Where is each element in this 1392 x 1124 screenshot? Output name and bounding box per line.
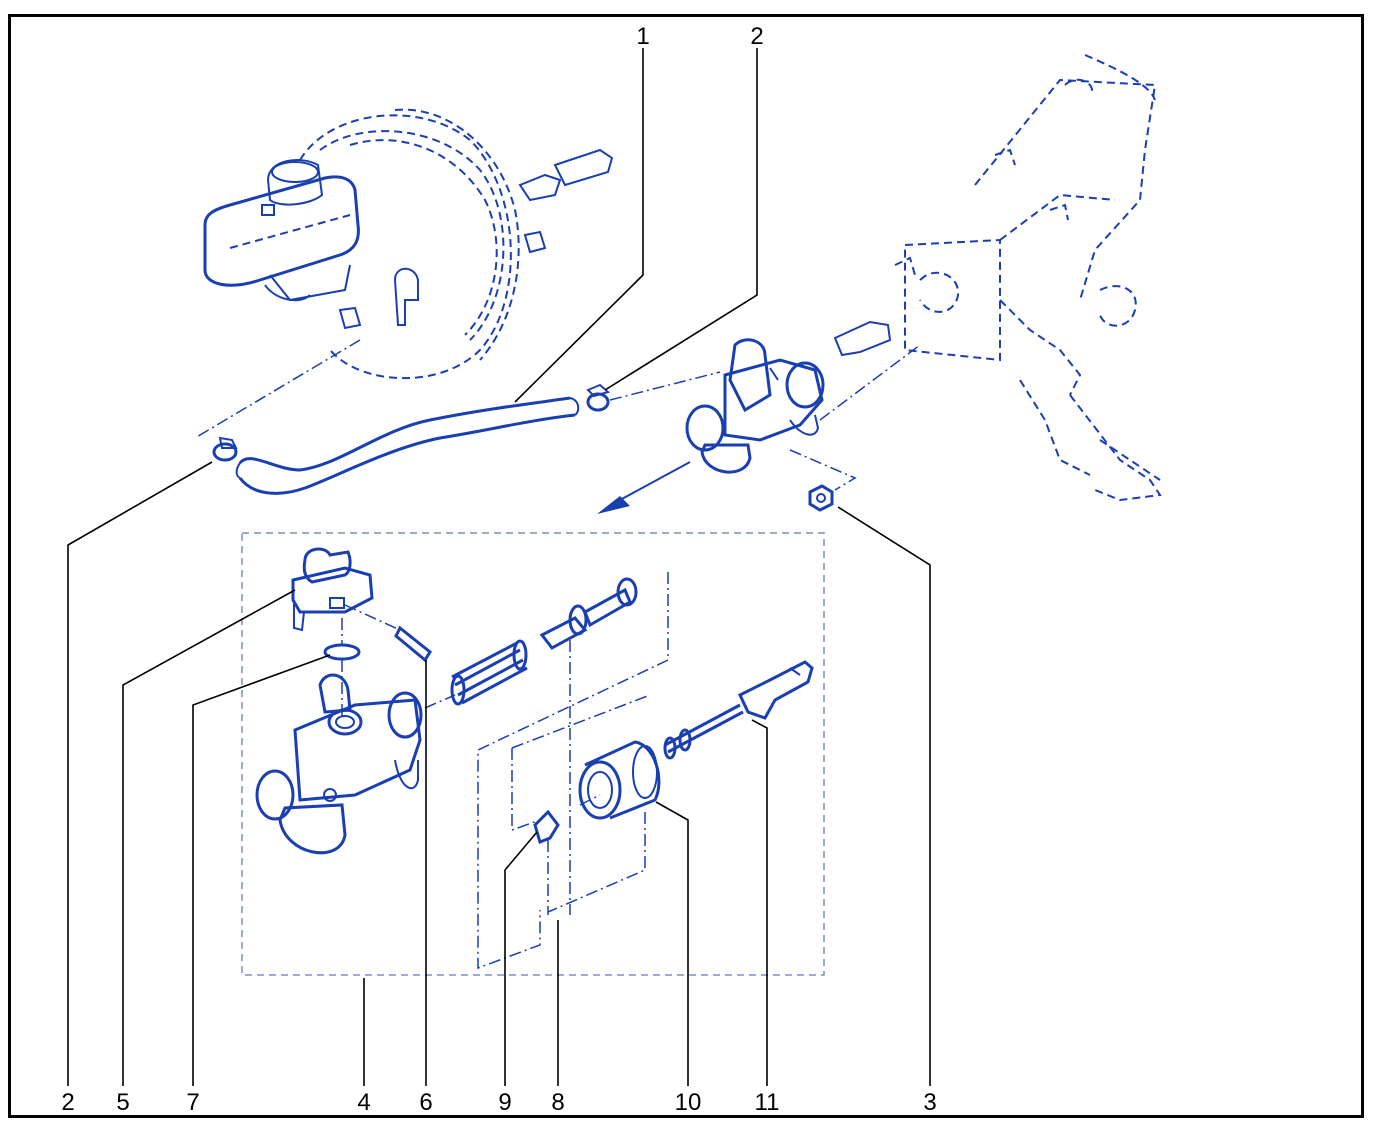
callout-labels: 1 2 2 5 7 4 6 9 8 10 11 3	[61, 23, 936, 1116]
hydraulic-hose	[235, 396, 580, 495]
callout-1: 1	[636, 23, 649, 50]
callout-11: 11	[755, 1089, 780, 1116]
clutch-master-cylinder-mounted	[685, 320, 892, 474]
callout-8: 8	[551, 1089, 564, 1116]
piston	[539, 577, 638, 650]
callout-3: 3	[923, 1089, 936, 1116]
diagram-frame	[8, 14, 1364, 1118]
callout-5: 5	[116, 1089, 129, 1116]
repair-kit-box	[241, 532, 825, 976]
pedal-bracket-assembly	[894, 54, 1162, 502]
callout-2-bottom: 2	[61, 1089, 74, 1116]
brake-booster-assembly	[299, 108, 614, 380]
push-rod	[663, 660, 814, 760]
seal-clip	[533, 809, 560, 845]
hose-clamp-left	[212, 436, 238, 462]
callout-7: 7	[186, 1089, 199, 1116]
retaining-pin	[344, 604, 432, 663]
return-spring	[450, 639, 528, 706]
mounting-nut	[808, 484, 834, 512]
callout-10: 10	[675, 1089, 702, 1116]
brake-fluid-reservoir	[203, 159, 362, 330]
callout-9: 9	[498, 1089, 511, 1116]
hose-clamp-right	[586, 383, 611, 412]
clutch-master-cylinder-body	[255, 673, 456, 855]
direction-arrow	[597, 461, 691, 514]
callout-6: 6	[419, 1089, 432, 1116]
reservoir-fitting	[291, 547, 374, 632]
callout-2-top: 2	[750, 23, 763, 50]
leader-lines	[67, 48, 931, 1086]
dust-boot	[578, 740, 661, 820]
callout-4: 4	[357, 1089, 370, 1116]
